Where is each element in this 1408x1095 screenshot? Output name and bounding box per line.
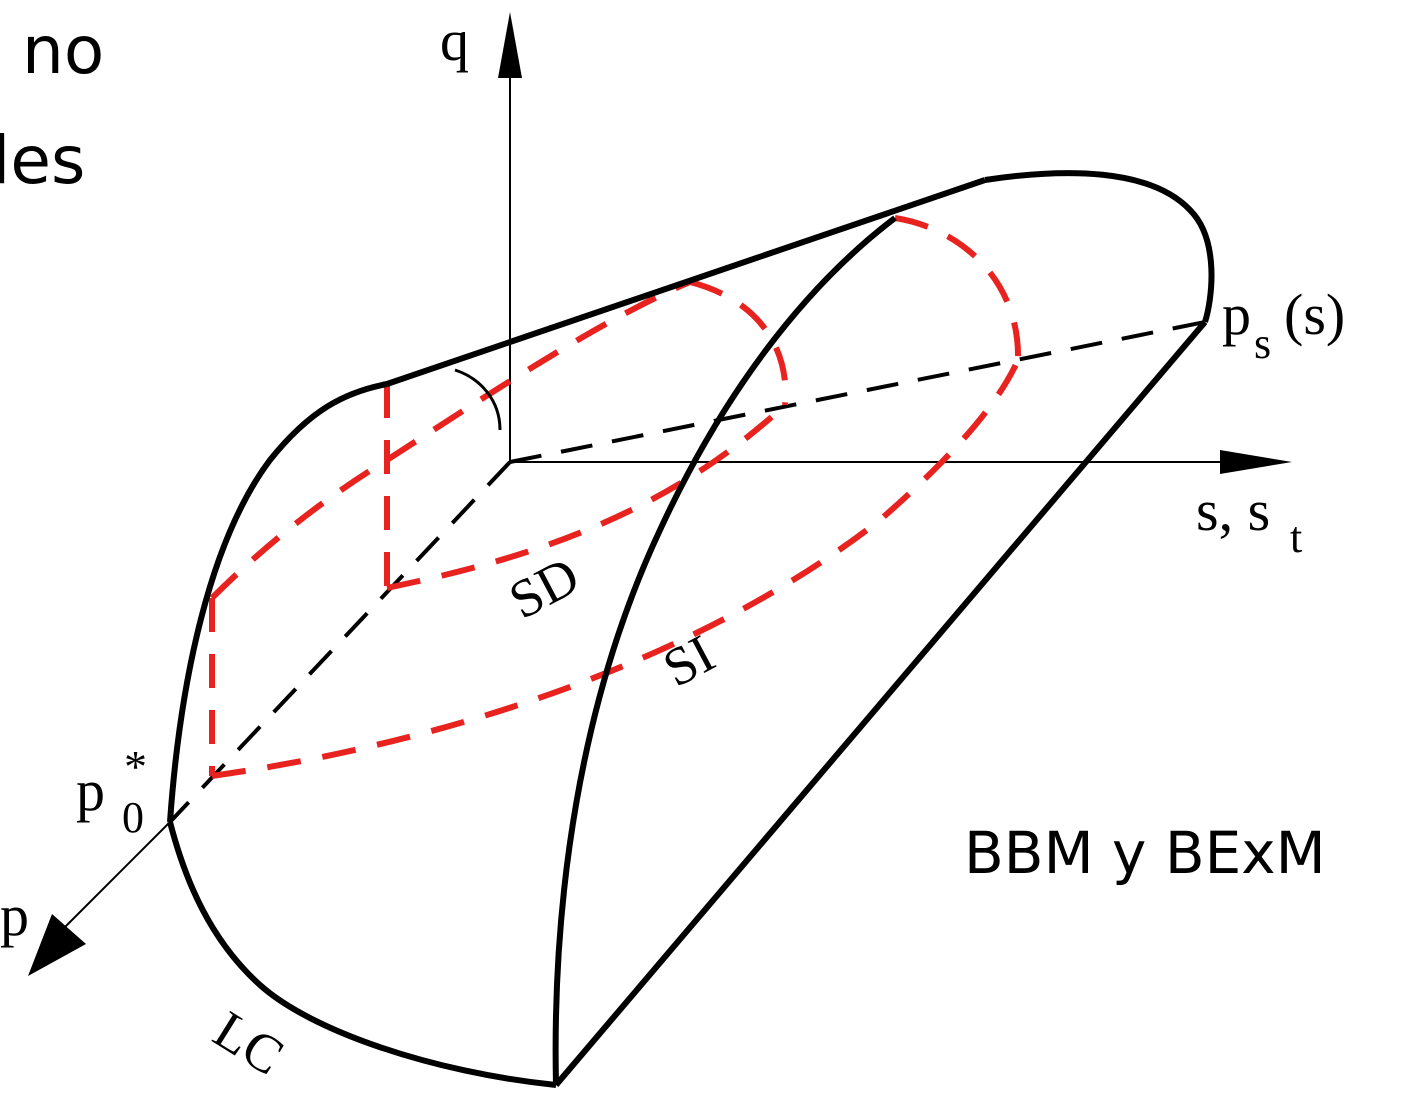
- hidden-edges: [168, 320, 1206, 824]
- ps-label: p: [1222, 282, 1251, 347]
- ps-subscript: s: [1254, 319, 1271, 368]
- p0-label: p: [76, 758, 105, 823]
- sd-curve: [386, 402, 788, 591]
- cropped-text-line-1: no: [22, 12, 105, 89]
- right-base-edge: [553, 320, 1208, 1087]
- q-axis-label: q: [440, 8, 469, 73]
- cropped-text-line-2: les: [0, 122, 86, 199]
- p-axis-arrowhead: [28, 914, 86, 976]
- lc-curve: [167, 821, 557, 1088]
- middle-section-curve: [552, 215, 897, 1086]
- angle-arc: [454, 368, 502, 431]
- p-axis-hidden-edge: [168, 460, 512, 824]
- diagram-labels: q p s, s t p * 0 p s (s) SD SI LC: [0, 8, 1345, 1087]
- p-axis-label: p: [0, 883, 29, 948]
- p0-subscript: 0: [122, 793, 144, 842]
- s-axis-subscript: t: [1290, 513, 1302, 562]
- far-cap: [984, 170, 1215, 323]
- front-yield-curve: [167, 381, 388, 823]
- p-axis: [61, 821, 171, 931]
- s-axis-arrowhead: [1220, 450, 1292, 474]
- lc-label: LC: [204, 999, 294, 1086]
- ps-suffix: (s): [1284, 282, 1345, 347]
- surface-outline: [167, 170, 1215, 1088]
- section-line-front: [209, 457, 389, 601]
- p0-superscript: *: [124, 741, 147, 792]
- section-line-near: [385, 279, 692, 463]
- ps-hidden-edge: [509, 320, 1206, 464]
- axes: [28, 12, 1292, 976]
- top-ridge: [386, 177, 986, 387]
- model-label: BBM y BExM: [964, 819, 1326, 887]
- si-label: SI: [653, 623, 724, 699]
- s-axis-label: s, s: [1196, 478, 1270, 543]
- yield-loci: [209, 215, 1022, 779]
- si-curve: [211, 358, 1021, 779]
- section-arc-far: [894, 215, 1022, 361]
- q-axis-arrowhead: [498, 12, 522, 78]
- section-arc-near: [689, 279, 789, 406]
